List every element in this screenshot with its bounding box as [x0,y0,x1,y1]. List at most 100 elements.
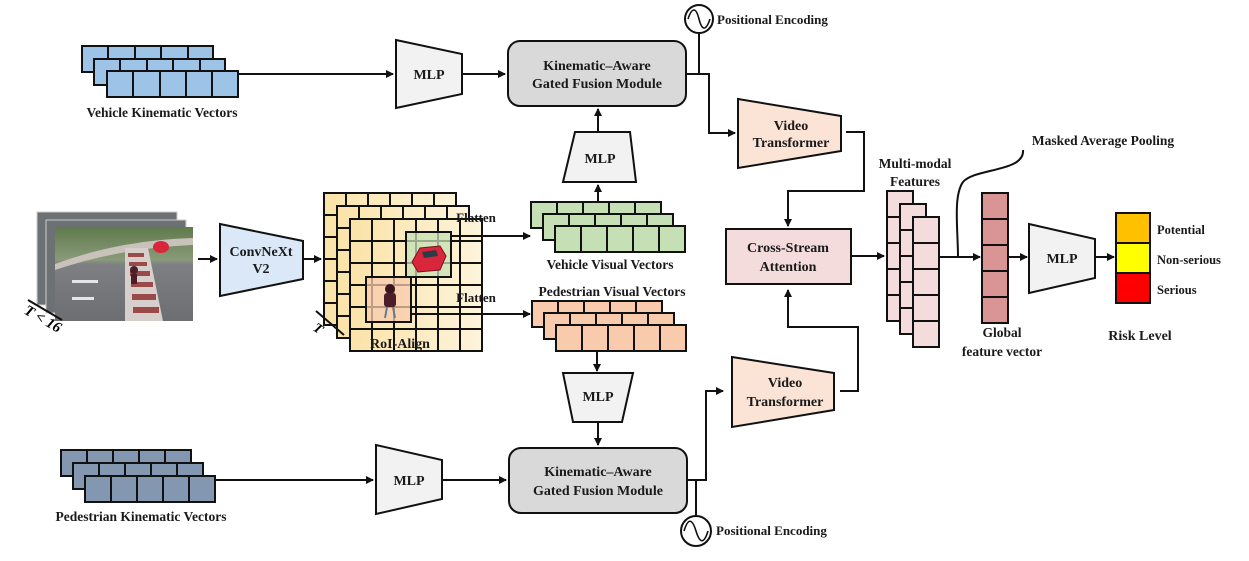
vector-cell [981,192,1009,220]
vector-cell [981,218,1009,246]
mlp-vehicle-kinematic: MLP [395,38,463,110]
pedestrian-roi-box [365,276,412,323]
multimodal-feature-stack [886,190,940,348]
vector-cell [632,225,660,253]
fusion-title-line1: Kinematic–Aware [544,465,652,480]
risk-class-non-serious: Non-serious [1115,242,1221,274]
edge-fusion-to-transformer-bottom [687,387,724,481]
time-axis-line [315,310,345,336]
vector-cell [912,294,940,322]
masked-average-pooling-label: Masked Average Pooling [1032,133,1174,148]
roi-align-label: RoI-Align [370,337,430,352]
feature-map-stack [323,192,483,352]
vector-cell [84,475,112,503]
risk-class-potential: Potential [1115,212,1205,244]
vehicle-kinematic-label: Vehicle Kinematic Vectors [87,105,238,120]
pedestrian-visual-label: Pedestrian Visual Vectors [539,284,686,299]
video-transformer-vehicle: Video Transformer [737,97,842,170]
risk-swatch [1115,242,1151,274]
fusion-module-vehicle: Kinematic–Aware Gated Fusion Module [507,40,687,107]
multimodal-label-line2: Features [890,174,940,189]
positional-encoding-label: Positional Encoding [717,12,828,27]
vector-cell [912,242,940,270]
fusion-title-line2: Gated Fusion Module [533,484,663,499]
vector-cell [981,296,1009,324]
video-frames-input: T < 16 [21,211,193,337]
vector-layer [912,216,940,348]
vector-cell [658,225,686,253]
mlp-label: MLP [393,474,425,489]
car-icon [411,245,447,273]
transformer-line1: Video [774,119,808,134]
mlp-pedestrian-kinematic: MLP [375,443,443,516]
positional-encoding-top: Positional Encoding [684,4,828,74]
attention-line2: Attention [760,260,817,275]
risk-class-label: Non-serious [1157,253,1221,267]
global-vector-label-line2: feature vector [962,344,1042,359]
vehicle-visual-vectors [530,201,686,253]
convnext-backbone: ConvNeXt V2 [219,222,304,298]
risk-swatch [1115,212,1151,244]
vehicle-kinematic-vectors [81,45,239,98]
vector-cell [188,475,216,503]
risk-level-title: Risk Level [1108,329,1172,344]
backbone-line2: V2 [252,262,269,277]
global-feature-vector [981,192,1009,324]
vector-cell [659,324,687,352]
risk-class-label: Potential [1157,223,1205,237]
risk-class-serious: Serious [1115,272,1197,304]
positional-encoding-bottom: Positional Encoding [680,480,827,547]
fusion-title-line1: Kinematic–Aware [543,59,651,74]
video-transformer-pedestrian: Video Transformer [731,355,835,429]
vector-cell [555,324,583,352]
fusion-title-line2: Gated Fusion Module [532,77,662,92]
flatten-label-top: Flatten [456,210,496,225]
flatten-label-bottom: Flatten [456,290,496,305]
vector-cell [981,244,1009,272]
cross-stream-attention: Cross-Stream Attention [725,228,852,285]
mlp-classifier: MLP [1028,222,1096,295]
risk-class-label: Serious [1157,283,1197,297]
vector-layer [555,324,687,352]
edge-transformer-to-attention-bottom [784,289,859,392]
backbone-line1: ConvNeXt [230,245,293,260]
pedestrian-visual-vectors [531,300,687,352]
vector-cell [110,475,138,503]
vector-layer [106,70,239,98]
transformer-line2: Transformer [747,395,824,410]
global-vector-label-line1: Global [982,325,1021,340]
pedestrian-kinematic-vectors [60,449,216,503]
mlp-label: MLP [584,152,616,167]
vector-layer [554,225,686,253]
attention-line1: Cross-Stream [747,241,829,256]
vector-layer [84,475,216,503]
vector-cell [912,216,940,244]
vector-cell [912,320,940,348]
mlp-vehicle-visual: MLP [561,131,638,183]
mlp-pedestrian-visual: MLP [561,372,635,423]
vector-cell [162,475,190,503]
transformer-line1: Video [768,376,802,391]
vector-cell [912,268,940,296]
vector-cell [606,225,634,253]
mlp-label: MLP [1046,252,1078,267]
positional-encoding-label: Positional Encoding [716,523,827,538]
vector-cell [981,270,1009,298]
vector-cell [581,324,609,352]
vector-cell [136,475,164,503]
fusion-module-pedestrian: Kinematic–Aware Gated Fusion Module [508,447,688,514]
pooling-pointer [955,149,1025,258]
multimodal-label-line1: Multi-modal [879,156,952,171]
mlp-label: MLP [413,68,445,83]
pedestrian-icon [385,284,395,294]
edge-fusion-to-transformer [686,73,736,137]
edge-transformer-to-attention [784,131,865,227]
vector-cell [633,324,661,352]
mlp-label: MLP [582,390,614,405]
transformer-line2: Transformer [753,136,830,151]
vector-cell [554,225,582,253]
vehicle-roi-box [405,231,452,278]
video-frame-image [55,227,193,321]
